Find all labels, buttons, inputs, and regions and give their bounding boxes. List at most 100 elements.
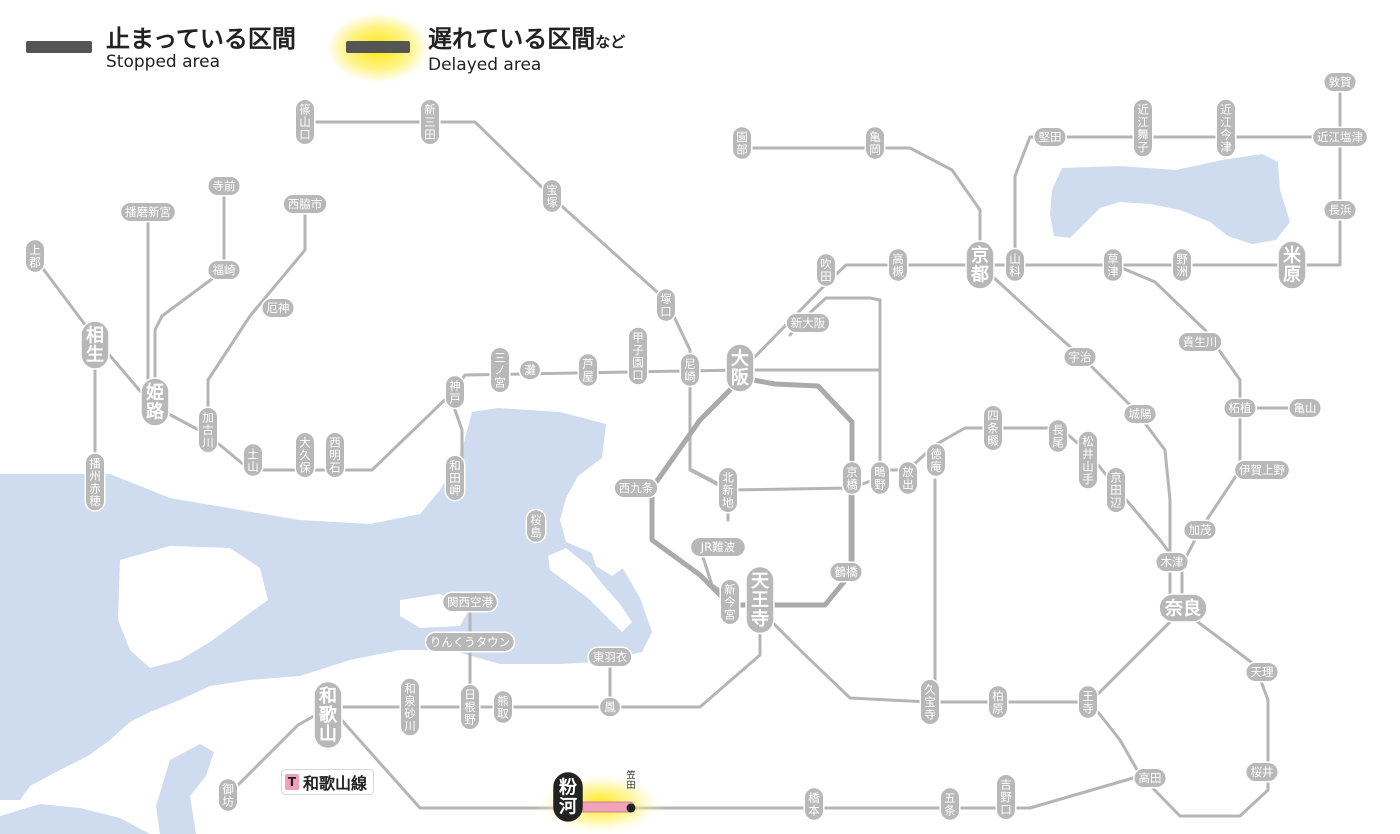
station-tsuge[interactable]: 柘植 [1222,397,1258,419]
station-tokuan[interactable]: 徳庵 [925,442,947,478]
station-okubo[interactable]: 大久保 [294,431,316,479]
station-kyuhoji[interactable]: 久宝寺 [919,678,941,726]
station-jrnanba[interactable]: JR難波 [689,536,747,558]
station-takada[interactable]: 高田 [1132,767,1168,789]
station-badge [1047,418,1069,454]
station-kashiwara[interactable]: 柏原 [987,684,1009,720]
station-gojo[interactable]: 五条 [939,786,961,822]
station-nishiakashi[interactable]: 西明石 [324,431,346,479]
station-teramae[interactable]: 寺前 [206,175,242,197]
station-name: 厄神 [267,301,290,315]
station-sakurai[interactable]: 桜井 [1244,761,1280,783]
station-joyo[interactable]: 城陽 [1122,403,1158,425]
station-matsuiyamate[interactable]: 松井山手 [1077,430,1099,490]
station-kameyama[interactable]: 亀山 [1287,397,1323,419]
station-badge [689,536,747,558]
station-name: 粉河 [559,777,577,818]
station-uji[interactable]: 宇治 [1062,346,1098,368]
station-sasayamaguchi[interactable]: 篠山口 [294,98,316,146]
station-shigino[interactable]: 鴫野 [869,460,891,496]
station-tenri[interactable]: 天理 [1244,661,1280,683]
station-kitashinchi[interactable]: 北新地 [717,466,739,514]
station-maibara[interactable]: 米原 [1277,240,1307,290]
station-shinsanda[interactable]: 新三田 [419,98,441,146]
station-osaka[interactable]: 大阪 [725,343,755,393]
station-shijonawate[interactable]: 四条畷 [982,404,1004,452]
line-code-badge: T [285,774,299,790]
station-yasu[interactable]: 野洲 [1171,247,1193,283]
station-yoshinoguchi[interactable]: 吉野口 [995,773,1017,821]
station-nishikujo[interactable]: 西九条 [613,477,659,499]
station-wakayama[interactable]: 和歌山 [313,680,343,750]
station-rinkutown[interactable]: りんくうタウン [424,631,516,653]
station-shinosaka[interactable]: 新大阪 [785,312,831,334]
station-takatsuki[interactable]: 高槻 [887,247,909,283]
station-sakurajima[interactable]: 桜島 [525,508,547,544]
station-yamashina[interactable]: 山科 [1004,247,1026,283]
station-nada[interactable]: 灘 [518,359,542,381]
station-kaseda[interactable]: 笠田 [624,769,638,809]
station-koshienguchi[interactable]: 甲子園口 [627,326,649,386]
station-tsukaguchi[interactable]: 塚口 [655,287,677,323]
station-gobo[interactable]: 御坊 [217,777,239,813]
station-oji[interactable]: 王寺 [1077,684,1099,720]
station-name: JR難波 [700,540,736,554]
station-aioi[interactable]: 相生 [80,320,110,370]
station-nishiwakishi[interactable]: 西脇市 [282,193,328,215]
station-kyobashi[interactable]: 京橋 [841,460,863,496]
station-kusatsu[interactable]: 草津 [1102,247,1124,283]
station-shinimamiya[interactable]: 新今宮 [719,578,741,626]
station-omishiotsu[interactable]: 近江塩津 [1311,126,1369,148]
station-name: 近江舞子 [1137,102,1149,154]
station-name: 福崎 [213,263,236,277]
station-fukusaki[interactable]: 福崎 [206,259,242,281]
station-ashiya[interactable]: 芦屋 [577,352,599,388]
station-kibukawa[interactable]: 貴生川 [1177,331,1223,353]
station-izumisunagawa[interactable]: 和泉砂川 [399,677,421,737]
station-takarazuka[interactable]: 宝塚 [541,178,563,214]
station-hanaten[interactable]: 放出 [897,460,919,496]
station-nagahama[interactable]: 長浜 [1322,199,1358,221]
station-kokawa[interactable]: 粉河 [553,772,583,822]
station-bansyuako[interactable]: 播州赤穂 [84,452,106,512]
station-sannomiya[interactable]: 三ノ宮 [489,346,511,394]
station-hashimoto[interactable]: 橋本 [803,786,825,822]
station-name: 柏原 [992,689,1004,716]
station-sonobe[interactable]: 園部 [731,125,753,161]
station-yakujin[interactable]: 厄神 [260,297,296,319]
station-harimashingu[interactable]: 播磨新宮 [119,201,177,223]
station-hineno[interactable]: 日根野 [459,683,481,731]
station-badge [282,193,328,215]
station-wadamisaki[interactable]: 和田岬 [444,454,466,502]
station-kamigori[interactable]: 上郡 [24,238,46,274]
station-name: りんくうタウン [430,635,510,649]
station-tennoji[interactable]: 天王寺 [745,565,775,635]
station-tsuruhashi[interactable]: 鶴橋 [828,561,864,583]
station-kameoka[interactable]: 亀岡 [864,125,886,161]
station-nagao[interactable]: 長尾 [1047,418,1069,454]
station-badge [613,477,659,499]
station-kansaiairport[interactable]: 関西空港 [441,591,499,613]
station-nara[interactable]: 奈良 [1158,593,1208,623]
station-higashihagoromo[interactable]: 東羽衣 [587,646,633,668]
station-kumatori[interactable]: 熊取 [492,689,514,725]
station-katata[interactable]: 堅田 [1032,126,1068,148]
station-amagasaki[interactable]: 尼崎 [679,352,701,388]
station-kamo[interactable]: 加茂 [1182,519,1218,541]
station-kizu[interactable]: 木津 [1154,551,1190,573]
station-tsuruga[interactable]: 敦賀 [1322,71,1358,93]
station-kyotanabe[interactable]: 京田辺 [1105,466,1127,514]
station-omimaiko[interactable]: 近江舞子 [1132,98,1154,158]
station-tsuchiyama[interactable]: 土山 [242,442,264,478]
station-suita[interactable]: 吹田 [815,252,837,288]
station-omiimazu[interactable]: 近江今津 [1215,98,1237,158]
station-igaueno[interactable]: 伊賀上野 [1233,459,1291,481]
station-name: 貴生川 [1183,335,1218,349]
line-tag-wakayama[interactable]: T 和歌山線 [281,769,375,795]
station-badge [1233,459,1291,481]
station-kakogawa[interactable]: 加古川 [197,406,219,454]
station-kyoto[interactable]: 京都 [965,240,995,290]
station-otori[interactable]: 鳳 [598,696,622,718]
station-kobe[interactable]: 神戸 [444,374,466,410]
station-himeji[interactable]: 姫路 [140,377,170,427]
